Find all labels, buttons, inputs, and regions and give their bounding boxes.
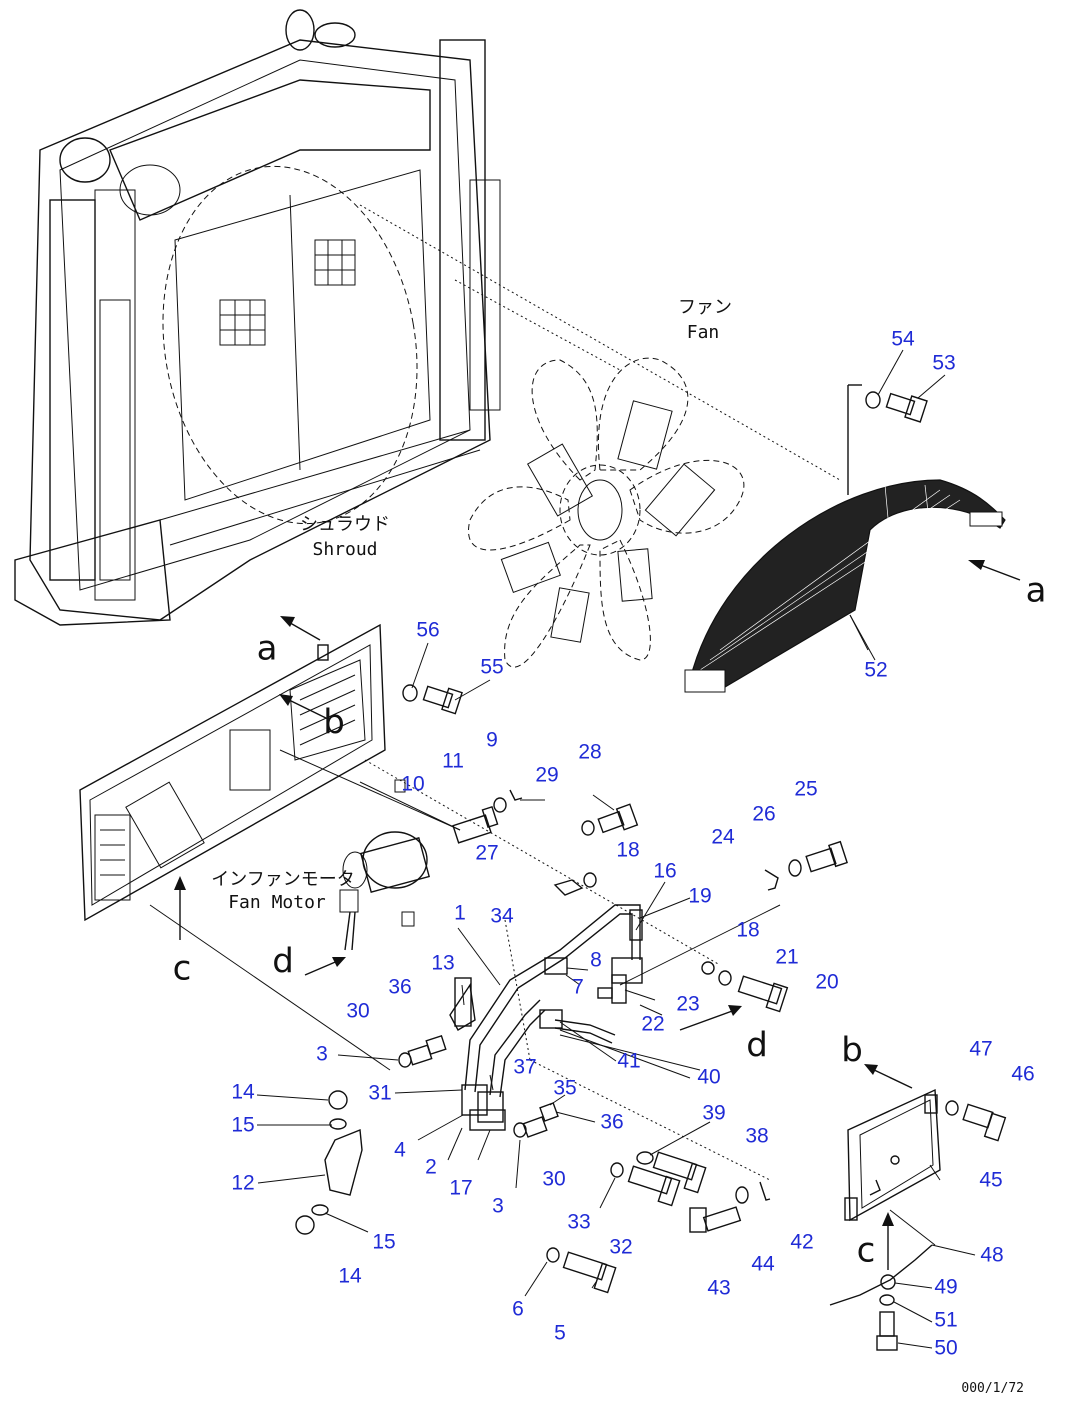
callout-3: 3 — [492, 1195, 504, 1218]
callout-24: 24 — [711, 826, 735, 849]
callout-17: 17 — [449, 1177, 472, 1200]
ground-cable — [829, 1209, 936, 1351]
callout-32: 32 — [609, 1236, 632, 1259]
motor-bracket-panel — [79, 623, 386, 922]
hydraulic-hoses — [359, 781, 643, 1131]
callout-54: 54 — [891, 328, 915, 351]
callout-47: 47 — [969, 1038, 992, 1061]
callout-52: 52 — [864, 659, 887, 682]
callout-26: 26 — [752, 803, 775, 826]
fan — [468, 357, 745, 668]
callout-36: 36 — [388, 976, 411, 999]
callout-48: 48 — [980, 1244, 1003, 1267]
bolt-53-washer-54 — [865, 391, 928, 423]
fasteners — [295, 789, 848, 1294]
leader-lines — [256, 349, 976, 1349]
callout-36: 36 — [600, 1111, 623, 1134]
view-ref-d: d — [746, 1026, 768, 1066]
callout-56: 56 — [416, 619, 439, 642]
callout-9: 9 — [486, 729, 498, 752]
callout-27: 27 — [475, 842, 498, 865]
callout-55: 55 — [480, 656, 503, 679]
view-ref-b: b — [841, 1031, 863, 1071]
callout-14: 14 — [338, 1265, 362, 1288]
callout-35: 35 — [553, 1077, 576, 1100]
callout-30: 30 — [542, 1168, 565, 1191]
callout-12: 12 — [231, 1172, 254, 1195]
callout-38: 38 — [745, 1125, 768, 1148]
view-ref-a: a — [1026, 571, 1047, 611]
callout-8: 8 — [590, 949, 602, 972]
callout-37: 37 — [513, 1056, 536, 1079]
callout-34: 34 — [490, 905, 514, 928]
fan-motor-label-jp: インファンモータ — [211, 869, 354, 890]
callout-22: 22 — [641, 1013, 664, 1036]
alignment-line — [454, 279, 621, 371]
callout-51: 51 — [934, 1309, 957, 1332]
callout-30: 30 — [346, 1000, 369, 1023]
view-ref-b: b — [323, 703, 345, 743]
callout-29: 29 — [535, 764, 558, 787]
callout-7: 7 — [572, 976, 584, 999]
radiator-shroud-assembly — [14, 9, 501, 626]
fan-motor — [339, 779, 431, 951]
callout-10: 10 — [401, 773, 424, 796]
view-ref-d: d — [272, 942, 294, 982]
view-b-arrow — [284, 697, 331, 721]
callout-3: 3 — [316, 1043, 328, 1066]
callout-6: 6 — [512, 1298, 524, 1321]
callout-23: 23 — [676, 993, 699, 1016]
part-number-callouts: 1 2 3 3 4 5 6 7 8 9 10 11 12 13 14 14 15… — [231, 328, 1034, 1360]
callout-5: 5 — [554, 1322, 566, 1345]
callout-2: 2 — [425, 1156, 437, 1179]
callout-44: 44 — [751, 1253, 775, 1276]
drawing-code: 000/1/72 — [961, 1381, 1024, 1396]
bolt-55-washer-56 — [402, 684, 463, 715]
callout-31: 31 — [368, 1082, 391, 1105]
callout-43: 43 — [707, 1277, 730, 1300]
callout-41: 41 — [617, 1050, 640, 1073]
callout-25: 25 — [794, 778, 817, 801]
callout-15: 15 — [372, 1231, 395, 1254]
callout-13: 13 — [431, 952, 454, 975]
callout-33: 33 — [567, 1211, 590, 1234]
cover-plate — [844, 1088, 941, 1222]
view-ref-c: c — [857, 1231, 876, 1271]
callout-46: 46 — [1011, 1063, 1034, 1086]
callout-4: 4 — [394, 1139, 406, 1162]
view-b-arrow — [869, 1067, 913, 1089]
view-d-arrow — [304, 959, 341, 976]
washer-47-bolt-46 — [945, 1100, 1007, 1142]
fan-label-jp: ファン — [678, 297, 732, 318]
callout-1: 1 — [454, 902, 466, 925]
callout-16: 16 — [653, 860, 676, 883]
callout-18: 18 — [616, 839, 639, 862]
callout-14: 14 — [231, 1081, 255, 1104]
callout-18: 18 — [736, 919, 759, 942]
fan-guard — [684, 384, 1006, 693]
callout-45: 45 — [979, 1169, 1002, 1192]
callout-50: 50 — [934, 1337, 957, 1360]
callout-19: 19 — [688, 885, 711, 908]
callout-21: 21 — [775, 946, 798, 969]
view-ref-a: a — [257, 629, 278, 669]
callout-20: 20 — [815, 971, 838, 994]
callout-11: 11 — [442, 750, 464, 773]
callout-28: 28 — [578, 741, 601, 764]
fan-motor-label-en: Fan Motor — [228, 892, 326, 913]
fan-label-en: Fan — [687, 322, 720, 343]
callout-53: 53 — [932, 352, 955, 375]
callout-15: 15 — [231, 1114, 254, 1137]
alignment-line — [359, 204, 841, 481]
shroud-label-jp: シュラウド — [300, 514, 390, 535]
callout-39: 39 — [702, 1102, 725, 1125]
view-d-arrow — [679, 1009, 736, 1031]
callout-42: 42 — [790, 1231, 813, 1254]
callout-49: 49 — [934, 1276, 957, 1299]
view-ref-c: c — [173, 949, 192, 989]
callout-40: 40 — [697, 1066, 720, 1089]
shroud-label-en: Shroud — [312, 539, 377, 560]
